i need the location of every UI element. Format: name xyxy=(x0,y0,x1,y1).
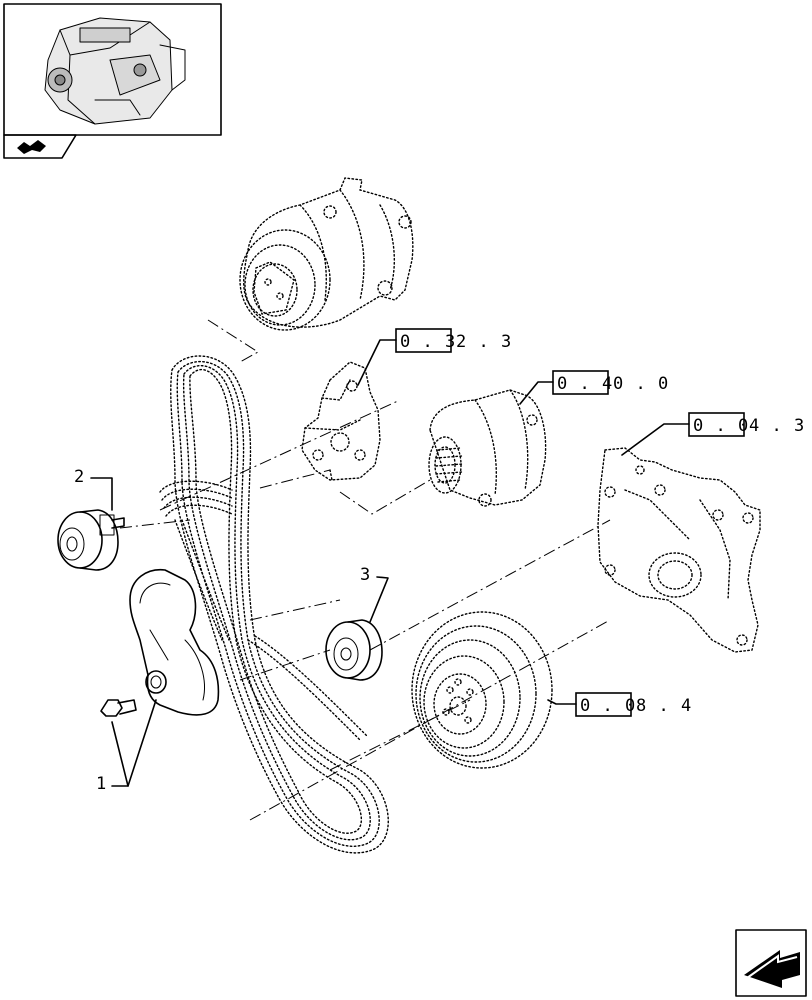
svg-text:0 . 3: 0 . 3 xyxy=(400,332,456,352)
section-arrow-icon[interactable] xyxy=(3,134,77,159)
callout-3: 3 xyxy=(360,565,389,623)
alternator xyxy=(428,389,547,507)
svg-text:1: 1 xyxy=(96,774,106,794)
ref-damper[interactable]: 0 . 0 8 . 4 xyxy=(575,692,692,717)
ref-timing-cover[interactable]: 0 . 0 4 . 3 xyxy=(688,412,805,437)
svg-text:0 . 0: 0 . 0 xyxy=(580,696,636,716)
svg-text:2: 2 xyxy=(74,467,84,487)
damper-pulley xyxy=(411,611,553,769)
ref-compressor[interactable]: 0 . 3 2 . 3 xyxy=(395,328,512,353)
svg-text:0 . 0: 0 . 0 xyxy=(693,416,749,436)
alignment-lines xyxy=(119,319,611,821)
idler-pulley-upper xyxy=(57,509,125,571)
ac-compressor xyxy=(239,177,414,331)
callout-1: 1 xyxy=(96,699,157,794)
idler-pulley-lower xyxy=(325,619,383,681)
next-page-arrow-icon[interactable] xyxy=(735,929,807,997)
compressor-bracket xyxy=(301,361,381,481)
svg-text:3: 3 xyxy=(360,565,370,585)
callout-2: 2 xyxy=(74,467,113,511)
belt-tensioner xyxy=(100,569,220,717)
reference-leaders xyxy=(357,339,690,705)
svg-text:2 . 3: 2 . 3 xyxy=(456,332,512,352)
ref-alternator[interactable]: 0 . 4 0 . 0 xyxy=(552,370,669,395)
svg-text:4 . 3: 4 . 3 xyxy=(749,416,805,436)
timing-cover xyxy=(597,447,761,653)
svg-text:8 . 4: 8 . 4 xyxy=(636,696,692,716)
poly-v-belt xyxy=(159,355,389,854)
svg-text:0 . 4: 0 . 4 xyxy=(557,374,613,394)
engine-thumbnail-icon[interactable] xyxy=(3,3,222,136)
svg-text:0 . 0: 0 . 0 xyxy=(613,374,669,394)
